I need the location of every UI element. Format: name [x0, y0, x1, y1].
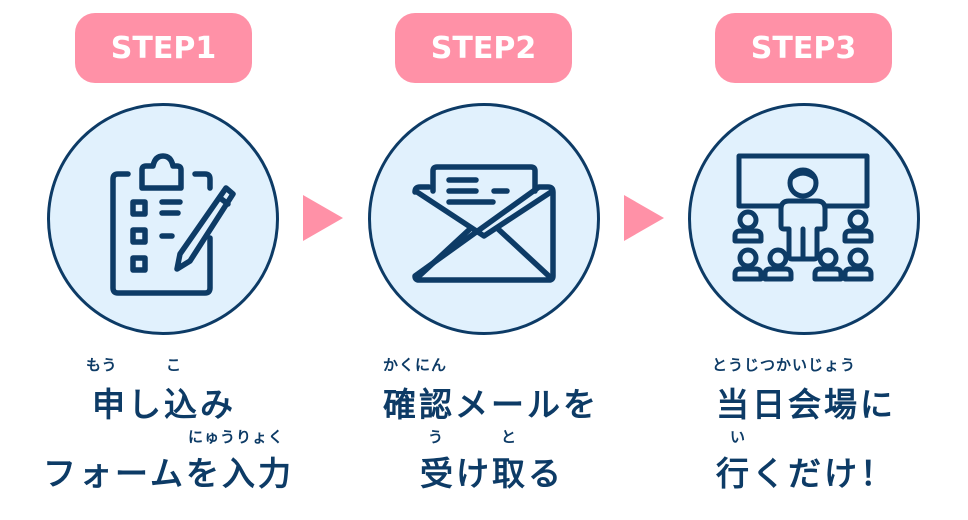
ruby-text: と — [501, 428, 518, 446]
presenter-audience-icon — [732, 153, 874, 282]
ruby-text: にゅうりょく — [188, 428, 285, 446]
step1-description-line2: フォームを入力 — [43, 454, 295, 493]
ruby-text: かくにん — [383, 356, 448, 374]
step3-description-line2: 行くだけ！ — [716, 454, 896, 493]
step3-description-line1: 当日会場に — [716, 385, 896, 424]
open-envelope-icon — [412, 164, 556, 283]
ruby-text: こ — [166, 356, 183, 374]
step1-badge: STEP1 — [75, 13, 252, 83]
step2-badge: STEP2 — [395, 13, 572, 83]
step2-description-line2: 受け取る — [420, 454, 564, 493]
ruby-text: とうじつかいじょう — [712, 356, 857, 374]
ruby-text: い — [730, 428, 747, 446]
ruby-text: う — [428, 428, 445, 446]
step3-badge: STEP3 — [715, 13, 892, 83]
step1-circle — [47, 103, 279, 335]
ruby-text: もう — [86, 356, 118, 374]
next-arrow-icon — [303, 195, 343, 241]
step3-circle — [688, 103, 920, 335]
step1-description-line1: 申し込み — [92, 385, 236, 424]
next-arrow-icon — [624, 195, 664, 241]
step2-description-line1: 確認メールを — [383, 385, 599, 424]
step2-circle — [368, 103, 600, 335]
clipboard-checklist-icon — [110, 153, 236, 296]
